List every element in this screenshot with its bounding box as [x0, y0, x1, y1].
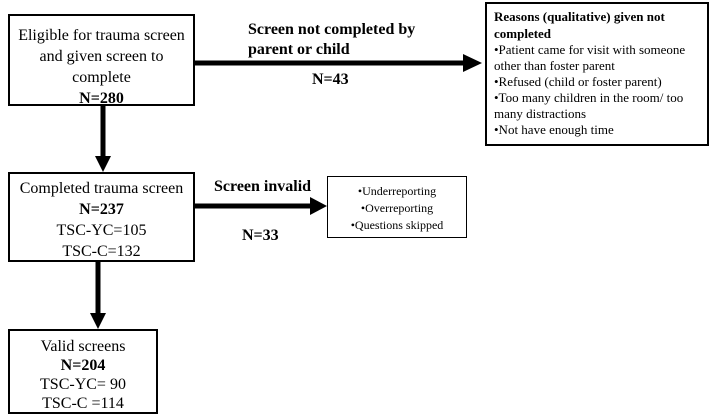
arrowhead-completed-to-valid — [90, 313, 106, 329]
eligible-line2: and given screen to — [39, 48, 164, 65]
completed-line1: Completed trauma screen — [19, 180, 184, 197]
reason-item: •Refused (child or foster parent) — [494, 74, 662, 89]
reasons-title-line2: completed — [494, 26, 552, 41]
valid-count: N=204 — [60, 357, 106, 374]
not-completed-label-line1: Screen not completed by — [248, 21, 416, 38]
reason-item: •Too many children in the room/ too many… — [494, 90, 684, 121]
not-completed-label-line2: parent or child — [248, 41, 350, 58]
arrowhead-eligible-to-completed — [95, 156, 111, 172]
reason-item: •Not have enough time — [494, 122, 614, 137]
eligible-count: N=280 — [79, 90, 124, 107]
not-completed-count: N=43 — [312, 71, 349, 88]
valid-line1: Valid screens — [40, 338, 126, 355]
arrowhead-not-completed — [463, 54, 482, 72]
invalid-label: Screen invalid — [214, 178, 312, 195]
invalid-item: •Overreporting — [360, 201, 434, 215]
eligible-box: Eligible for trauma screen and given scr… — [8, 14, 195, 107]
valid-box: Valid screens N=204 TSC-YC= 90 TSC-C =11… — [8, 329, 158, 414]
completed-count: N=237 — [79, 201, 124, 218]
eligible-line3: complete — [72, 69, 131, 86]
invalid-item: •Underreporting — [357, 184, 437, 198]
completed-tsc-c: TSC-C=132 — [62, 243, 141, 260]
not-completed-label: Screen not completed by parent or child — [248, 20, 415, 60]
eligible-line1: Eligible for trauma screen — [18, 27, 185, 44]
valid-tsc-c: TSC-C =114 — [42, 395, 124, 412]
arrowhead-invalid — [310, 197, 327, 215]
invalid-item: •Questions skipped — [350, 218, 444, 232]
invalid-reasons-box: •Underreporting •Overreporting •Question… — [327, 176, 467, 238]
valid-tsc-yc: TSC-YC= 90 — [40, 376, 126, 393]
completed-tsc-yc: TSC-YC=105 — [56, 222, 147, 239]
reasons-box: Reasons (qualitative) given not complete… — [485, 2, 709, 146]
completed-box: Completed trauma screen N=237 TSC-YC=105… — [8, 172, 195, 262]
reason-item: •Patient came for visit with someone oth… — [494, 42, 686, 73]
invalid-count: N=33 — [242, 227, 279, 244]
reasons-title-line1: Reasons (qualitative) given not — [494, 9, 665, 24]
